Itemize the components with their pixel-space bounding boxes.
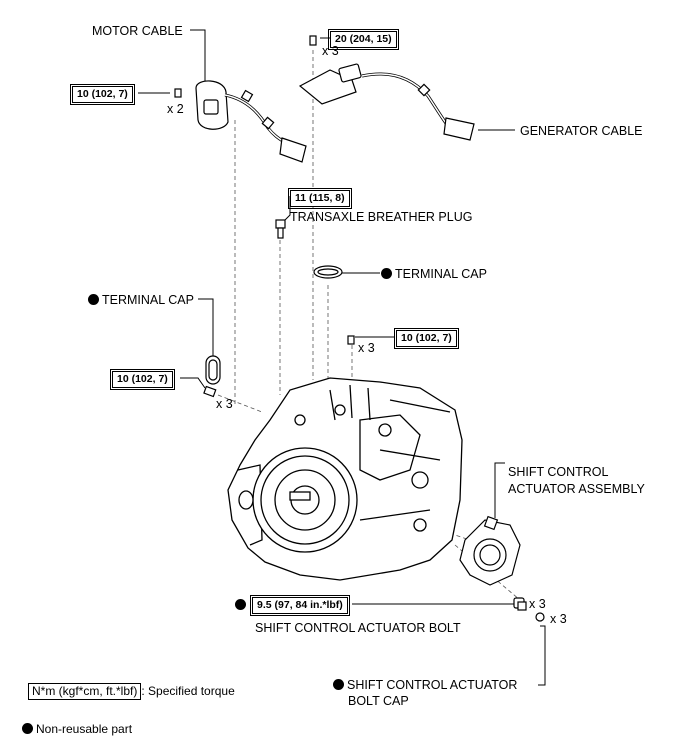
breather-plug-torque: 11 (115, 8) — [288, 188, 352, 209]
non-reusable-dot-icon — [88, 294, 99, 305]
torque-legend: N*m (kgf*cm, ft.*lbf): Specified torque — [28, 683, 235, 700]
torque-legend-description: : Specified torque — [141, 684, 235, 698]
terminal-cap-left-label: TERMINAL CAP — [88, 293, 194, 307]
generator-cable-label: GENERATOR CABLE — [520, 124, 643, 138]
transaxle-breather-plug-label: TRANSAXLE BREATHER PLUG — [290, 210, 473, 224]
right-terminal-bolt-torque: 10 (102, 7) — [394, 328, 459, 349]
shift-actuator-assembly-label-line1: SHIFT CONTROL — [508, 465, 609, 479]
shift-actuator-bolt-cap-text: SHIFT CONTROL ACTUATOR — [347, 678, 518, 692]
terminal-cap-left-text: TERMINAL CAP — [102, 293, 194, 307]
non-reusable-legend: Non-reusable part — [22, 722, 132, 736]
terminal-cap-right-label: TERMINAL CAP — [381, 267, 487, 281]
non-reusable-dot-icon — [381, 268, 392, 279]
actuator-bolt-cap-quantity: x 3 — [550, 612, 567, 626]
motor-cable-bolt-quantity: x 2 — [167, 102, 184, 116]
right-terminal-bolt-quantity: x 3 — [358, 341, 375, 355]
shift-actuator-bolt-cap-label-line2: BOLT CAP — [348, 694, 409, 708]
motor-cable-label: MOTOR CABLE — [92, 24, 183, 38]
generator-cable-bolt-quantity: x 3 — [322, 44, 339, 58]
non-reusable-legend-text: Non-reusable part — [36, 722, 133, 736]
shift-actuator-assembly-label-line2: ACTUATOR ASSEMBLY — [508, 482, 645, 496]
non-reusable-dot-icon — [235, 599, 246, 610]
motor-cable-bolt-torque: 10 (102, 7) — [70, 84, 135, 105]
actuator-bolt-quantity: x 3 — [529, 597, 546, 611]
shift-actuator-bolt-label: SHIFT CONTROL ACTUATOR BOLT — [255, 621, 461, 635]
left-terminal-bolt-quantity: x 3 — [216, 397, 233, 411]
left-terminal-bolt-torque: 10 (102, 7) — [110, 369, 175, 390]
generator-cable-bolt-torque: 20 (204, 15) — [328, 29, 399, 50]
shift-actuator-bolt-cap-label-line1: SHIFT CONTROL ACTUATOR — [333, 678, 517, 692]
actuator-bolt-torque: 9.5 (97, 84 in.*lbf) — [250, 595, 350, 616]
torque-legend-unit-box: N*m (kgf*cm, ft.*lbf) — [28, 683, 142, 700]
terminal-cap-right-text: TERMINAL CAP — [395, 267, 487, 281]
non-reusable-dot-icon — [22, 723, 33, 734]
non-reusable-dot-icon — [333, 679, 344, 690]
